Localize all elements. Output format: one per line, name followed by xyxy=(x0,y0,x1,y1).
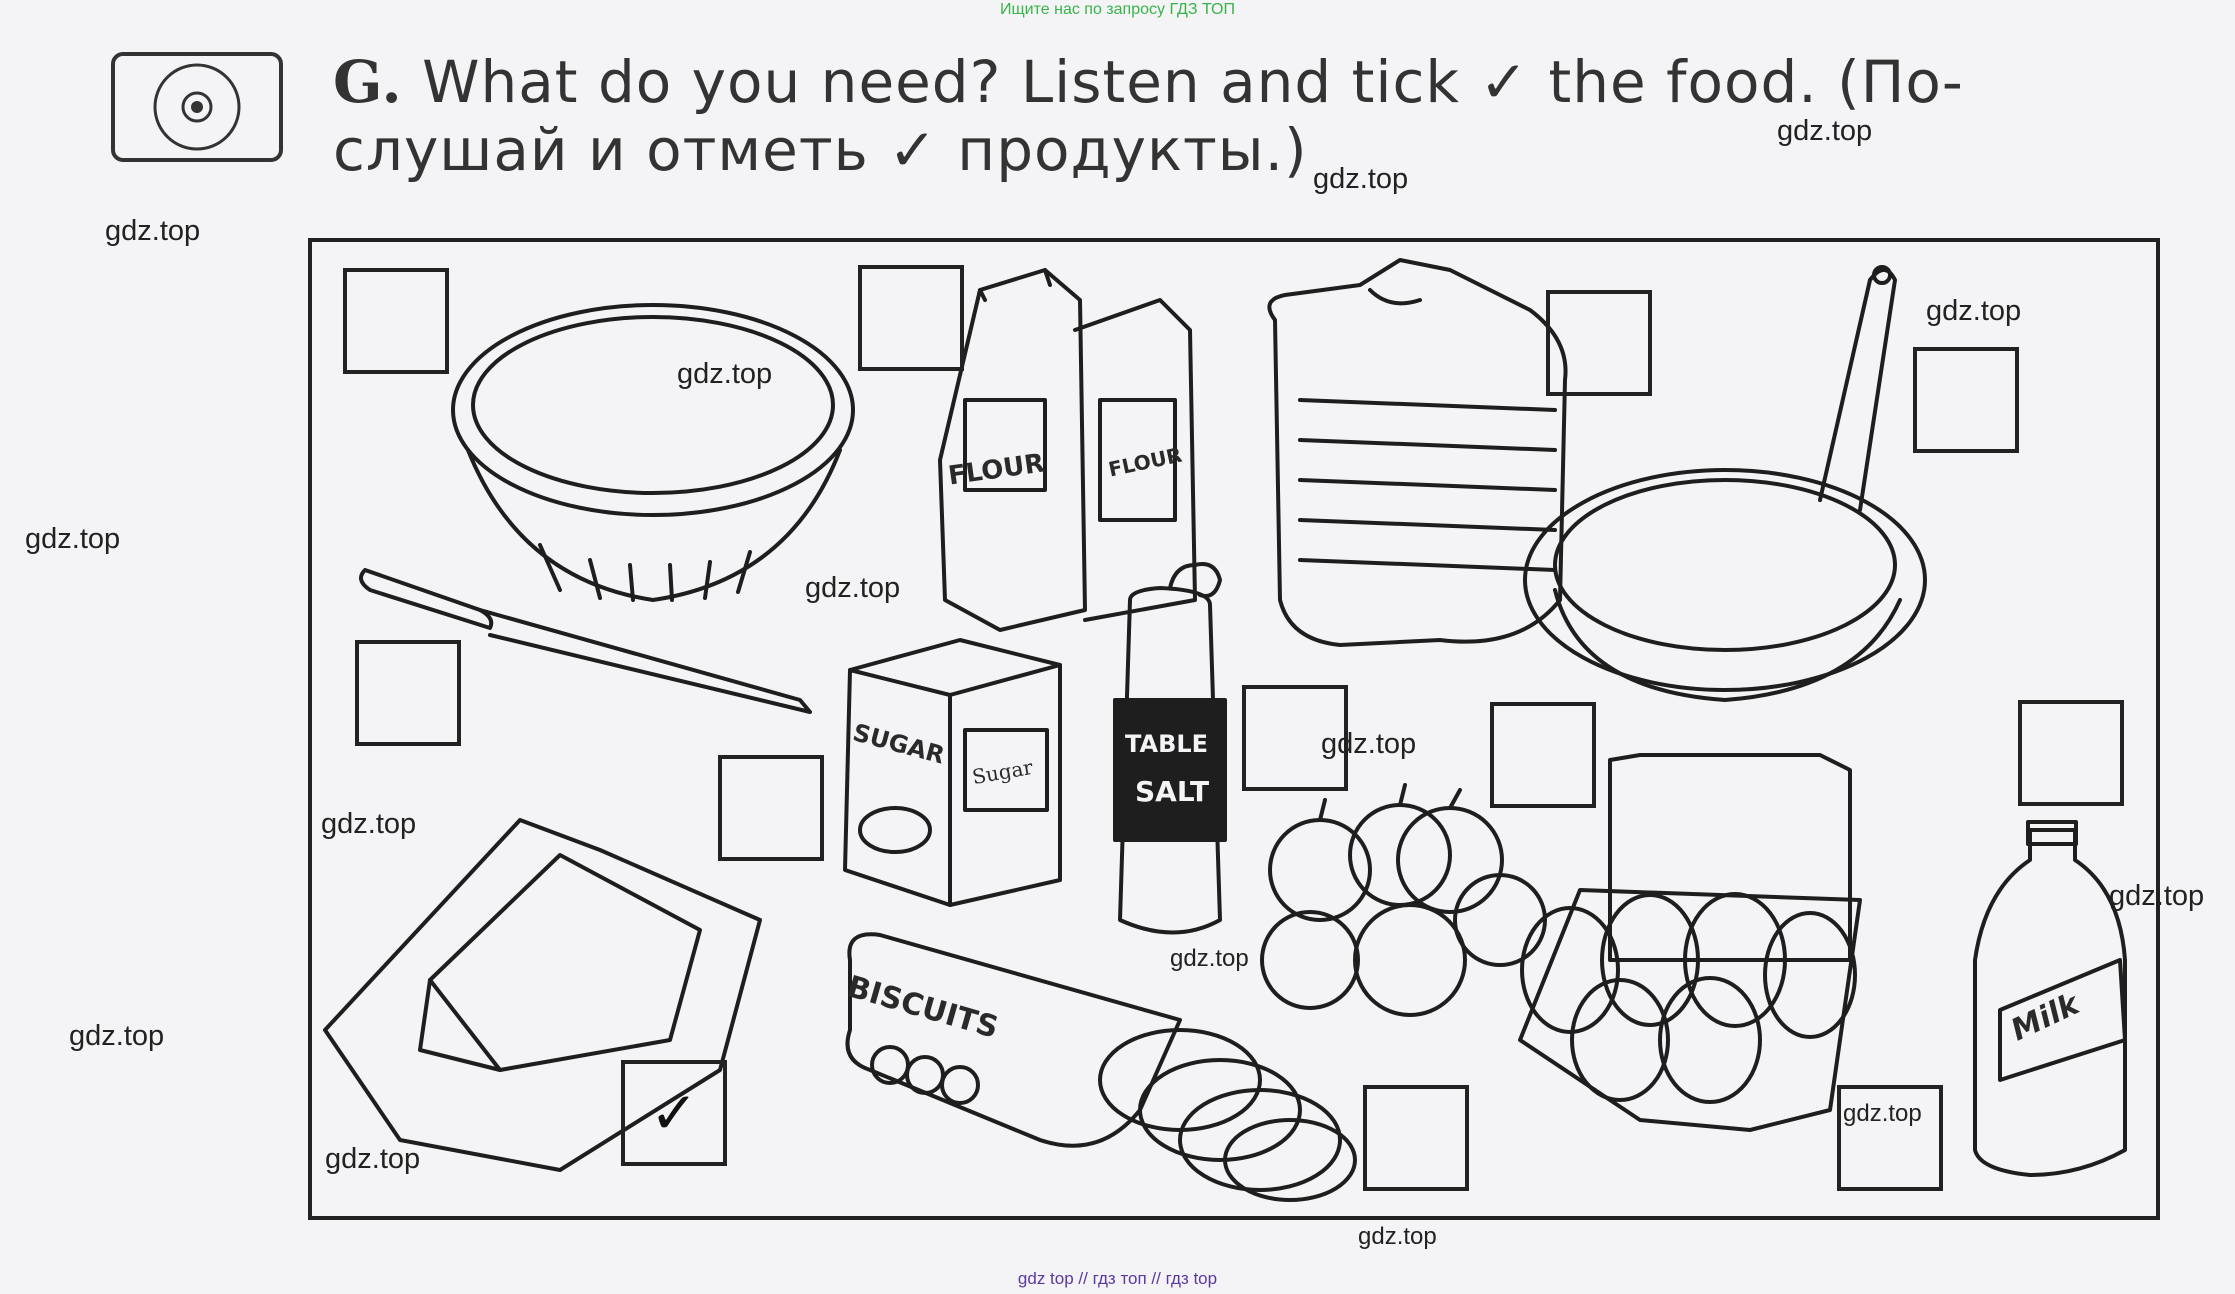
salt-label-bottom: SALT xyxy=(1135,775,1210,808)
salt-illustration xyxy=(1113,562,1227,935)
eggs-illustration xyxy=(1518,753,1862,1132)
watermark: gdz.top xyxy=(321,808,417,840)
watermark: gdz.top xyxy=(677,358,773,390)
tick-box-butter[interactable]: ✓ xyxy=(621,1060,727,1166)
bowl-illustration xyxy=(451,303,855,602)
tick-box-apples[interactable] xyxy=(1490,702,1596,808)
salt-label-top: TABLE xyxy=(1125,730,1209,758)
watermark: gdz.top xyxy=(1926,295,2022,327)
watermark: gdz.top xyxy=(25,523,121,555)
watermark: gdz.top xyxy=(1313,163,1409,195)
watermark: gdz.top xyxy=(105,215,201,247)
tick-box-salt[interactable] xyxy=(1242,685,1348,791)
watermark: gdz.top xyxy=(69,1020,165,1052)
tick-box-biscuits[interactable] xyxy=(1363,1085,1469,1191)
exercise-instruction: G. What do you need? Listen and tick ✓ t… xyxy=(333,48,2163,184)
watermark: gdz.top xyxy=(1321,728,1417,760)
footer-links: gdz top // гдз топ // гдз top xyxy=(1017,1269,1218,1288)
check-mark-icon: ✓ xyxy=(649,1079,699,1147)
watermark: gdz.top xyxy=(1777,115,1873,147)
tick-box-flour[interactable] xyxy=(858,265,964,371)
audio-cd-icon[interactable] xyxy=(111,52,283,162)
tick-box-bread[interactable] xyxy=(1546,290,1652,396)
tick-box-frying-pan[interactable] xyxy=(1913,347,2019,453)
butter-illustration xyxy=(323,818,762,1172)
sugar-illustration xyxy=(843,638,1062,907)
frying-pan-illustration xyxy=(1523,265,1927,702)
tick-box-eggs[interactable] xyxy=(2018,700,2124,806)
tick-box-milk[interactable] xyxy=(1837,1085,1943,1191)
watermark: gdz.top xyxy=(325,1143,421,1175)
apples-illustration xyxy=(1260,783,1547,1017)
instruction-line-2: слушай и отметь ✓ продукты.) xyxy=(333,116,1308,184)
flour-illustration xyxy=(938,268,1197,632)
exercise-label: G. xyxy=(333,48,403,116)
knife-illustration xyxy=(359,568,812,714)
watermark: gdz.top xyxy=(1358,1223,1437,1250)
instruction-line-1: What do you need? Listen and tick ✓ the … xyxy=(422,48,1964,116)
milk-illustration xyxy=(1973,820,2127,1177)
tick-box-bowl[interactable] xyxy=(343,268,449,374)
watermark: gdz.top xyxy=(1170,945,1249,972)
watermark: gdz.top xyxy=(805,572,901,604)
watermark: gdz.top xyxy=(2109,880,2205,912)
top-banner: Ищите нас по запросу ГДЗ ТОП xyxy=(1000,1,1235,18)
cd-disc-icon xyxy=(153,63,241,151)
tick-box-sugar[interactable] xyxy=(718,755,824,861)
bread-illustration xyxy=(1267,258,1568,647)
tick-box-knife[interactable] xyxy=(355,640,461,746)
food-picture-frame xyxy=(308,238,2160,1220)
biscuits-illustration xyxy=(845,932,1357,1202)
watermark: gdz.top xyxy=(1843,1100,1922,1127)
